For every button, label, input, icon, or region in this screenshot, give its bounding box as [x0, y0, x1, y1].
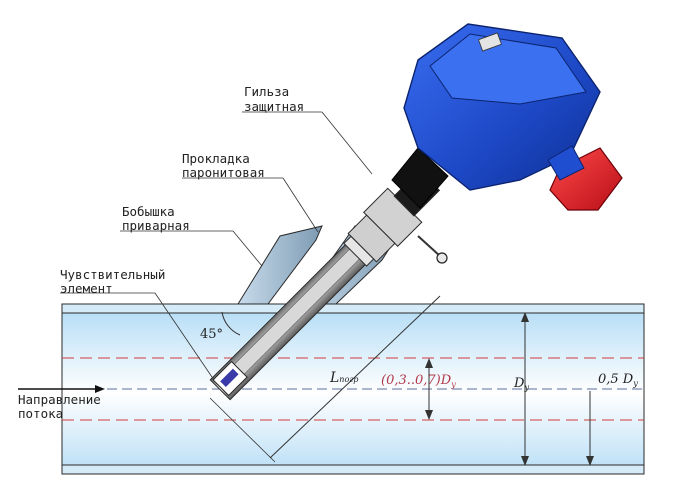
- label-immersion-length: Lпогр: [330, 370, 358, 386]
- neck: [391, 147, 449, 209]
- cable-gland: [547, 145, 623, 211]
- range-subscript: у: [451, 380, 456, 389]
- half-diameter-text: 0,5 D: [598, 372, 634, 387]
- range-text: (0,3..0,7)D: [381, 373, 452, 388]
- connection-head: [403, 23, 601, 191]
- label-flow-line2: потока: [18, 406, 64, 421]
- zone-lines: [62, 357, 644, 421]
- flow-arrow: [18, 385, 105, 393]
- immersion-symbol: L: [330, 370, 340, 386]
- label-diameter: Dу: [514, 376, 530, 392]
- protective-sleeve: [209, 219, 391, 401]
- diameter-symbol: D: [514, 376, 525, 391]
- label-angle: 45°: [200, 327, 224, 342]
- immersion-subscript: погр: [339, 375, 359, 384]
- leader-lines: [60, 111, 373, 381]
- ground-screw-icon: [417, 235, 448, 264]
- label-sleeve-line1: Гильза: [244, 84, 290, 99]
- label-range: (0,3..0,7)Dу: [381, 373, 456, 389]
- label-boss-line1: Бобышка: [122, 204, 175, 219]
- label-flow-line1: Направление: [18, 392, 101, 407]
- angle-arc: [221, 311, 241, 336]
- diameter-arrows: [425, 312, 594, 466]
- label-half-diameter: 0,5 Dу: [598, 372, 638, 388]
- label-boss-line2: приварная: [122, 218, 190, 233]
- pipe: [61, 303, 645, 475]
- diameter-subscript: у: [524, 383, 530, 392]
- label-sensor-line2: элемент: [60, 281, 113, 296]
- label-sleeve-line2: защитная: [244, 99, 305, 114]
- label-gasket-line2: паронитовая: [182, 165, 265, 180]
- label-sensor-line1: Чувствительный: [60, 267, 166, 282]
- immersion-dimension: [209, 295, 441, 463]
- label-gasket-line1: Прокладка: [182, 151, 250, 166]
- half-diameter-subscript: у: [633, 379, 638, 388]
